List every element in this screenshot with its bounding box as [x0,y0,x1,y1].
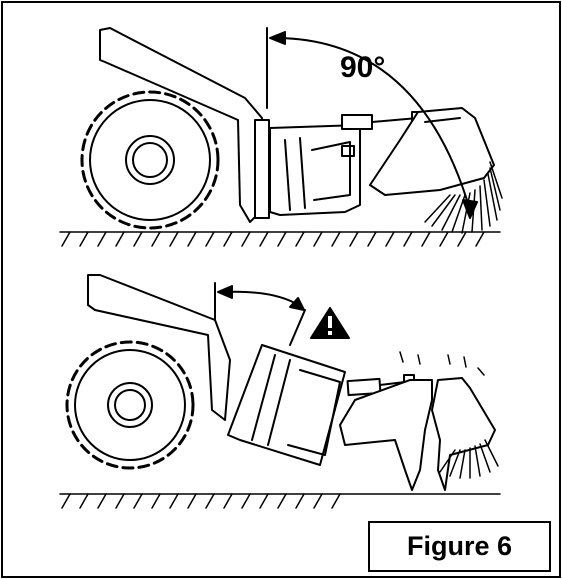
bottom-view-sweeper-tilted [59,274,501,509]
bottom-wheel [65,340,195,470]
figure-label: Figure 6 [406,531,513,561]
top-arrowhead-left [269,31,286,45]
top-attach-plate [254,119,270,219]
top-view-sweeper-level [59,27,503,247]
bottom-tilted-reference [289,309,306,346]
bottom-arrowhead-left [217,285,233,299]
top-mount-frame [269,124,361,216]
bottom-arrowhead-right [289,297,305,311]
angle-label-90: 90° [340,51,385,84]
warning-triangle-icon [310,307,350,339]
top-loader-arm [99,27,263,223]
bottom-loader-arm [87,274,231,421]
bottom-brush-bristles [439,439,499,479]
top-angle-arc [277,37,471,211]
bottom-ground-line [59,493,501,509]
top-arrowhead-right [462,199,478,219]
top-wheel [80,90,220,230]
bottom-housing-piece-right [431,377,496,491]
figure-label-box: Figure 6 [368,521,551,572]
top-ground-line [59,231,501,247]
bottom-impact-marks [399,351,485,376]
bottom-housing-piece-left [339,379,433,491]
